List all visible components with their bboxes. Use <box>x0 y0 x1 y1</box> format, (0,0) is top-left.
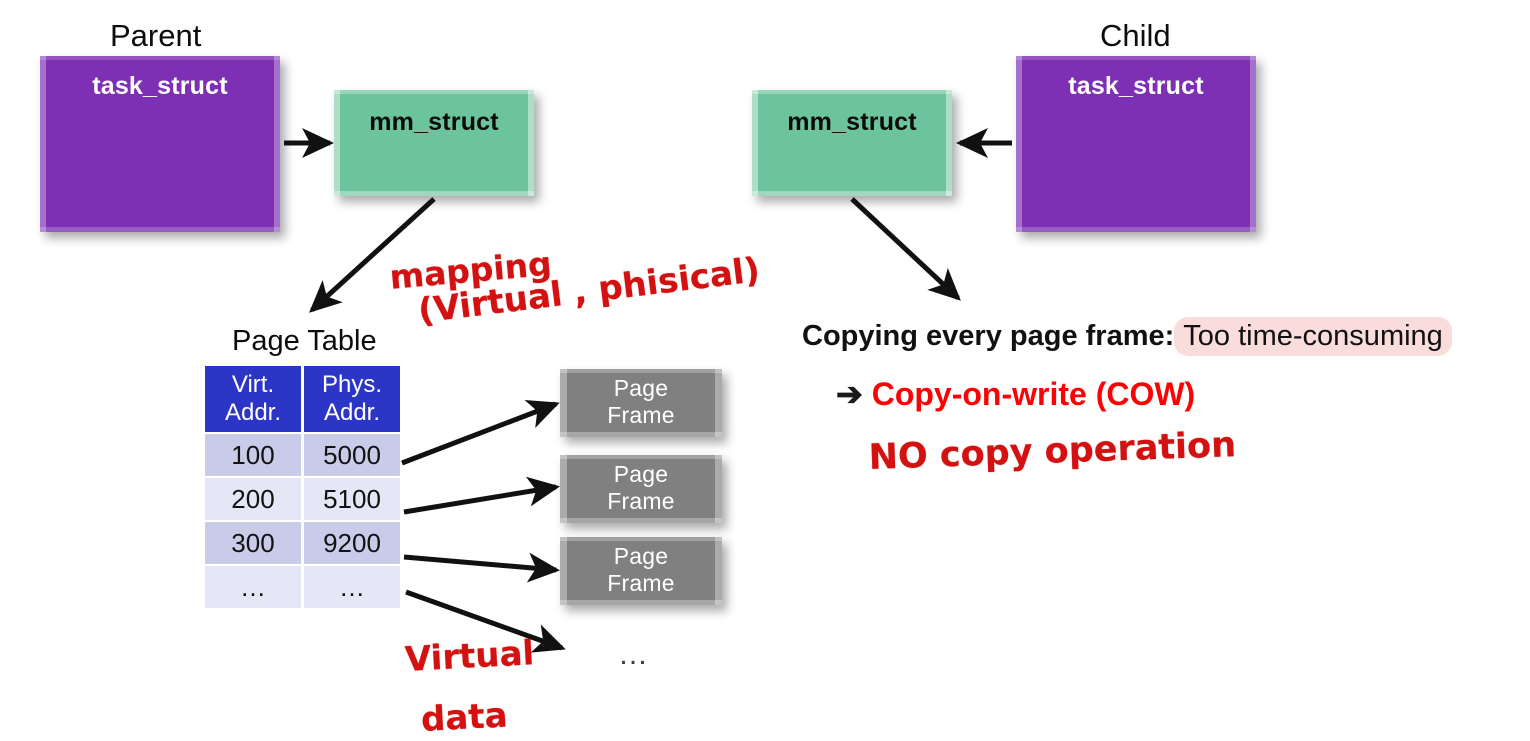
page-frame-label-line2: Frame <box>607 569 675 596</box>
child-caption: Child <box>1100 18 1171 53</box>
arrow-row2-to-frame2 <box>403 476 560 515</box>
page-frame-overflow-ellipsis: … <box>618 638 652 671</box>
table-row: 300 9200 <box>205 522 400 564</box>
parent-mm-struct-box: mm_struct <box>334 90 534 196</box>
page-frame-label-line2: Frame <box>607 487 675 514</box>
cell-virt-addr: 200 <box>205 478 301 520</box>
cell-virt-addr: 100 <box>205 434 301 476</box>
page-frame-label-line1: Page <box>613 375 669 401</box>
page-frame-box-1: Page Frame <box>560 369 722 437</box>
cell-phys-addr: 5000 <box>304 434 400 476</box>
table-row: … … <box>205 566 400 608</box>
page-frame-label-line1: Page <box>613 543 669 569</box>
child-mm-struct-label: mm_struct <box>787 108 917 136</box>
arrow-child-mm-to-statement <box>850 197 961 301</box>
cell-virt-addr: … <box>205 566 301 608</box>
page-frame-box-3: Page Frame <box>560 537 722 605</box>
arrow-row3-to-frame3 <box>403 552 560 583</box>
ink-annotation-virtual-line2: data <box>420 695 509 740</box>
ink-annotation-no-copy-operation: NO copy operation <box>868 425 1237 478</box>
page-table: Virt. Addr. Phys. Addr. 100 5000 200 510… <box>202 364 403 610</box>
right-arrow-icon: ➔ <box>836 376 863 412</box>
page-frame-box-2: Page Frame <box>560 455 722 523</box>
parent-task-struct-label: task_struct <box>92 72 228 100</box>
page-table-caption: Page Table <box>232 325 377 357</box>
cell-phys-addr: 5100 <box>304 478 400 520</box>
parent-mm-struct-label: mm_struct <box>369 108 499 136</box>
page-frame-label-line1: Page <box>613 461 669 487</box>
table-row: 200 5100 <box>205 478 400 520</box>
parent-task-struct-box: task_struct <box>40 56 280 232</box>
parent-caption: Parent <box>110 18 202 53</box>
cell-phys-addr: … <box>304 566 400 608</box>
page-table-header-phys: Phys. Addr. <box>304 366 400 432</box>
table-row: 100 5000 <box>205 434 400 476</box>
cow-line: ➔ Copy-on-write (COW) <box>836 375 1195 413</box>
child-task-struct-box: task_struct <box>1016 56 1256 232</box>
child-mm-struct-box: mm_struct <box>752 90 952 196</box>
status-badge-too-time-consuming: Too time-consuming <box>1174 317 1452 356</box>
copying-statement-prefix: Copying every page frame: <box>802 320 1175 352</box>
cell-phys-addr: 9200 <box>304 522 400 564</box>
cow-label: Copy-on-write (COW) <box>871 376 1196 412</box>
arrow-row1-to-frame1 <box>401 400 560 466</box>
child-task-struct-label: task_struct <box>1068 72 1204 100</box>
page-table-header-row: Virt. Addr. Phys. Addr. <box>205 366 400 432</box>
cell-virt-addr: 300 <box>205 522 301 564</box>
copying-statement: Copying every page frame:Too time-consum… <box>802 317 1452 356</box>
page-table-header-virt: Virt. Addr. <box>205 366 301 432</box>
ink-annotation-virtual-line1: Virtual <box>404 633 536 680</box>
page-frame-label-line2: Frame <box>607 401 675 428</box>
